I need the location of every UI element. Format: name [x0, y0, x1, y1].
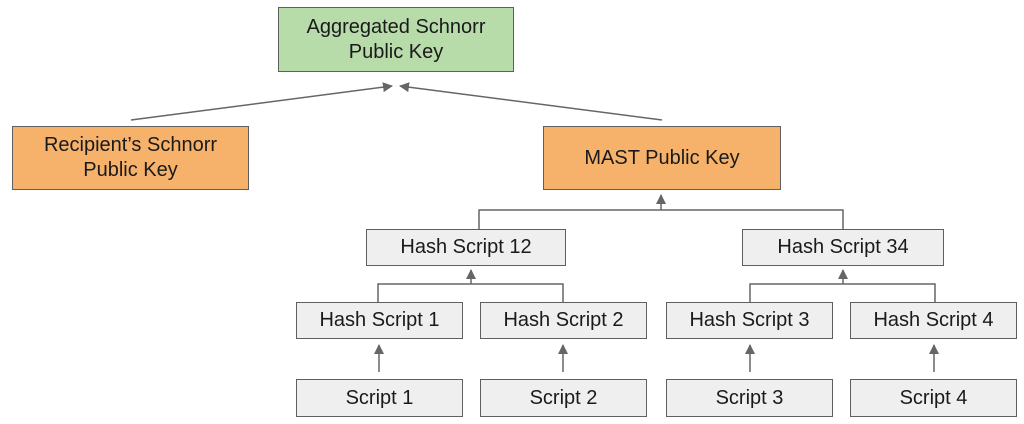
- hash-script-4-node: Hash Script 4: [850, 302, 1017, 339]
- recipient-schnorr-public-key-label: Recipient’s Schnorr Public Key: [43, 134, 218, 181]
- script-1-label: Script 1: [345, 386, 414, 409]
- hash-script-2-node: Hash Script 2: [480, 302, 647, 339]
- script-4-node: Script 4: [850, 379, 1017, 417]
- hash-script-3-label: Hash Script 3: [689, 309, 810, 331]
- hash-script-4-label: Hash Script 4: [873, 309, 994, 331]
- hash-script-12-label: Hash Script 12: [400, 236, 532, 258]
- edge-bracket-h12-h34: [478, 209, 844, 229]
- script-2-label: Script 2: [529, 386, 598, 409]
- hash-script-1-label: Hash Script 1: [319, 309, 440, 331]
- edge-recipient-to-aggregated: [130, 82, 393, 121]
- hash-script-1-node: Hash Script 1: [296, 302, 463, 339]
- hash-script-34-label: Hash Script 34: [777, 236, 909, 258]
- hash-script-34-node: Hash Script 34: [742, 229, 944, 266]
- edge-bracket-h3-h4: [749, 283, 936, 302]
- edge-bracket-h1-h2: [377, 283, 564, 302]
- script-3-node: Script 3: [666, 379, 833, 417]
- mast-public-key-label: MAST Public Key: [584, 146, 740, 169]
- hash-script-3-node: Hash Script 3: [666, 302, 833, 339]
- aggregated-schnorr-public-key-node: Aggregated Schnorr Public Key: [278, 7, 514, 72]
- edge-mast-to-aggregated: [399, 82, 663, 121]
- hash-script-2-label: Hash Script 2: [503, 309, 624, 331]
- script-3-label: Script 3: [715, 386, 784, 409]
- script-2-node: Script 2: [480, 379, 647, 417]
- aggregated-schnorr-public-key-label: Aggregated Schnorr Public Key: [306, 15, 486, 63]
- hash-script-12-node: Hash Script 12: [366, 229, 566, 266]
- mast-public-key-node: MAST Public Key: [543, 126, 781, 190]
- recipient-schnorr-public-key-node: Recipient’s Schnorr Public Key: [12, 126, 249, 190]
- script-4-label: Script 4: [899, 386, 968, 409]
- script-1-node: Script 1: [296, 379, 463, 417]
